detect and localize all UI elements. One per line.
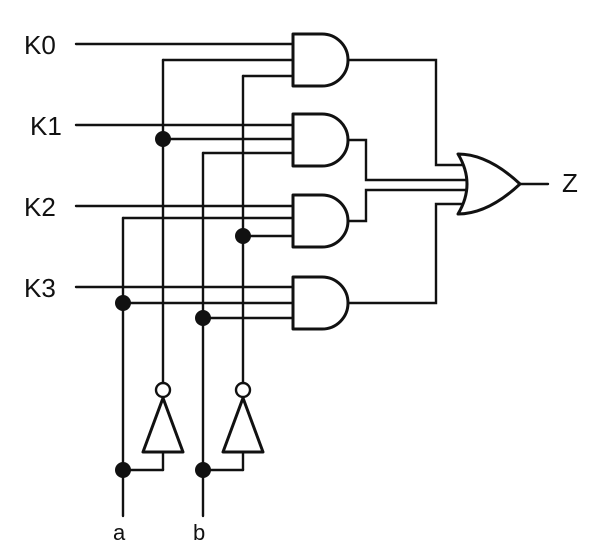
input-label-k3: K3	[24, 273, 56, 303]
junction-dot-b-not-and2	[235, 228, 251, 244]
junction-dot-a-and3	[115, 295, 131, 311]
and-gate-1	[291, 112, 350, 168]
wire-and1-out	[345, 138, 472, 182]
not-gate-b-bubble	[234, 381, 252, 399]
input-label-k0: K0	[24, 30, 56, 60]
and-gate-0	[291, 32, 350, 88]
and-gate-3	[291, 275, 350, 331]
junction-dot-a-not-input	[115, 462, 131, 478]
input-label-k2: K2	[24, 192, 56, 222]
input-label-k1: K1	[30, 111, 62, 141]
wire-and2-out	[345, 188, 472, 223]
wire-and3-out	[345, 202, 468, 305]
and-gate-2	[291, 193, 350, 249]
select-label-b: b	[193, 520, 205, 545]
output-label-z: Z	[562, 168, 578, 198]
wire-and0-out	[345, 58, 468, 167]
not-gate-b	[221, 396, 265, 454]
junction-dot-b-not-input	[195, 462, 211, 478]
select-label-a: a	[113, 520, 126, 545]
not-gate-a-bubble	[154, 381, 172, 399]
not-gate-a	[141, 396, 185, 454]
junction-dot-a-not-and1	[155, 131, 171, 147]
or-gate	[456, 152, 522, 216]
junction-dot-b-and3	[195, 310, 211, 326]
